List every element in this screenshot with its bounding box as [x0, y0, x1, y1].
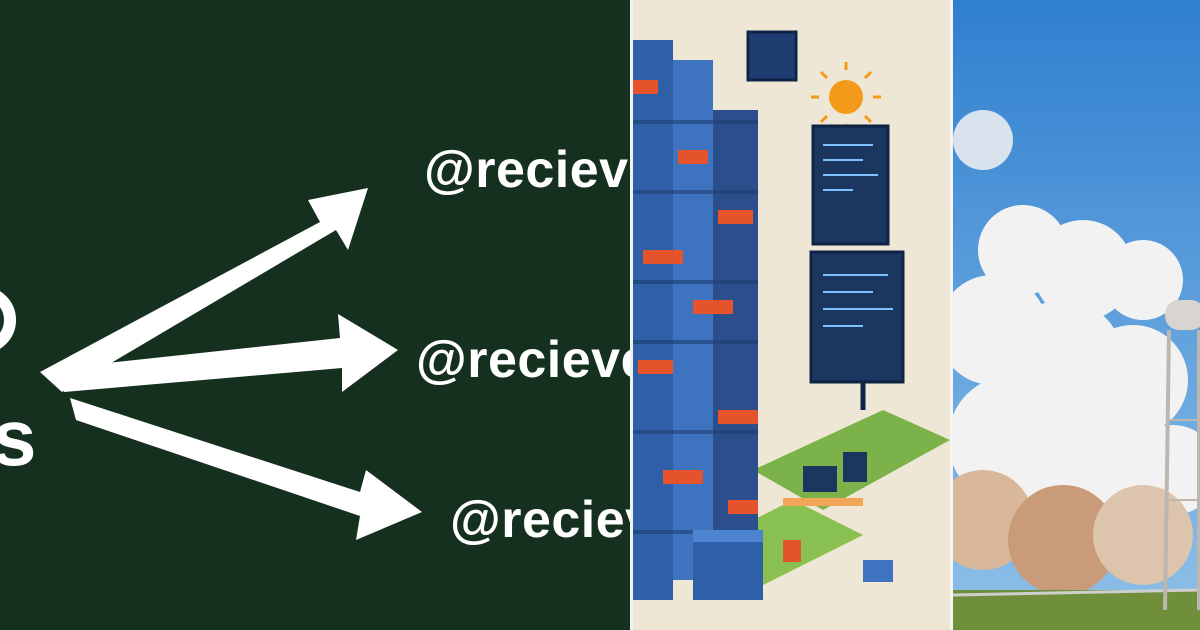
partial-letter: s: [0, 393, 37, 482]
right-panel-photo: [953, 0, 1200, 630]
middle-panel-illustration: [633, 0, 950, 630]
divider: [950, 0, 953, 630]
arrows-graphic: [0, 0, 630, 630]
handle-text-top: @recieve: [424, 141, 630, 199]
handle-text-bottom: @reciev: [450, 491, 630, 549]
handle-text-middle: @recieve: [416, 331, 630, 389]
rocket-test-steam-photo: [953, 0, 1200, 630]
left-panel-arrows: s @recieve @recieve @reciev: [0, 0, 630, 630]
isometric-datacenter-illustration: [633, 0, 950, 630]
divider: [630, 0, 633, 630]
